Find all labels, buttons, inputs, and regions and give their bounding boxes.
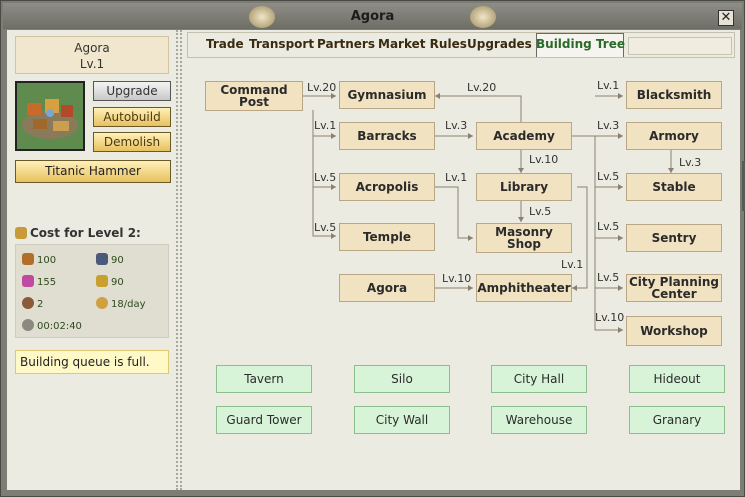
title-bar: Agora ✕: [3, 3, 742, 29]
cost-upkeep: 18/day: [96, 297, 146, 312]
building-tree: Command Post Gymnasium Barracks Academy …: [183, 30, 740, 490]
queue-message: Building queue is full.: [15, 350, 169, 374]
demolish-button[interactable]: Demolish: [93, 132, 171, 152]
cost-population: 2: [22, 297, 43, 312]
building-city-wall[interactable]: City Wall: [354, 406, 450, 434]
level-label: Lv.1: [597, 79, 620, 92]
node-armory[interactable]: Armory: [626, 122, 722, 150]
cost-iron: 90: [96, 275, 124, 290]
tab-trade[interactable]: Trade: [206, 37, 244, 51]
cost-stone: 90: [96, 253, 124, 268]
active-tab-frame: [536, 33, 624, 57]
panel-divider: [176, 30, 182, 490]
node-agora[interactable]: Agora: [339, 274, 435, 302]
tab-partners[interactable]: Partners: [317, 37, 375, 51]
node-amphitheater[interactable]: Amphitheater: [476, 274, 572, 302]
cost-time: 00:02:40: [22, 319, 82, 334]
building-level: Lv.1: [79, 57, 105, 71]
node-academy[interactable]: Academy: [476, 122, 572, 150]
window-title: Agora: [350, 9, 395, 24]
level-label: Lv.10: [529, 153, 559, 166]
node-command-post[interactable]: Command Post: [205, 81, 303, 111]
building-city-hall[interactable]: City Hall: [491, 365, 587, 393]
tab-upgrades[interactable]: Upgrades: [467, 37, 532, 51]
cost-gem: 155: [22, 275, 56, 290]
level-label: Lv.3: [679, 156, 702, 169]
agora-building-icon: [17, 83, 83, 149]
building-tavern[interactable]: Tavern: [216, 365, 312, 393]
population-icon: [22, 297, 34, 309]
tab-transport[interactable]: Transport: [249, 37, 315, 51]
tree-panel: Trade Transport Partners Market Rules Up…: [183, 30, 740, 490]
level-label: Lv.1: [445, 171, 468, 184]
building-name: Agora: [74, 41, 110, 55]
wood-icon: [22, 253, 34, 265]
gem-icon: [22, 275, 34, 287]
stone-icon: [96, 253, 108, 265]
autobuild-button[interactable]: Autobuild: [93, 107, 171, 127]
clock-icon: [22, 319, 34, 331]
node-stable[interactable]: Stable: [626, 173, 722, 201]
node-city-planning-center[interactable]: City Planning Center: [626, 274, 722, 302]
content-frame: Agora Lv.1 Upgrade Autobuild Demolish Ti…: [7, 30, 740, 490]
level-label: Lv.20: [467, 81, 497, 94]
node-gymnasium[interactable]: Gymnasium: [339, 81, 435, 109]
titanic-hammer-button[interactable]: Titanic Hammer: [15, 160, 171, 183]
level-label: Lv.1: [314, 119, 337, 132]
tab-spacer: [628, 37, 732, 55]
building-granary[interactable]: Granary: [629, 406, 725, 434]
emblem-left-icon: [249, 6, 275, 28]
level-label: Lv.10: [442, 272, 472, 285]
building-hideout[interactable]: Hideout: [629, 365, 725, 393]
level-label: Lv.5: [529, 205, 552, 218]
building-guard-tower[interactable]: Guard Tower: [216, 406, 312, 434]
close-button[interactable]: ✕: [718, 10, 734, 26]
cost-wood: 100: [22, 253, 56, 268]
node-workshop[interactable]: Workshop: [626, 316, 722, 346]
node-barracks[interactable]: Barracks: [339, 122, 435, 150]
level-label: Lv.5: [597, 170, 620, 183]
level-label: Lv.1: [561, 258, 584, 271]
tab-market-rules[interactable]: Market Rules: [378, 37, 467, 51]
node-library[interactable]: Library: [476, 173, 572, 201]
building-warehouse[interactable]: Warehouse: [491, 406, 587, 434]
level-label: Lv.5: [597, 220, 620, 233]
node-masonry-shop[interactable]: Masonry Shop: [476, 223, 572, 253]
tree-connectors: [303, 93, 674, 333]
level-label: Lv.5: [597, 271, 620, 284]
node-blacksmith[interactable]: Blacksmith: [626, 81, 722, 109]
building-silo[interactable]: Silo: [354, 365, 450, 393]
iron-icon: [96, 275, 108, 287]
building-header: Agora Lv.1: [15, 36, 169, 74]
tab-bar: Trade Transport Partners Market Rules Up…: [187, 32, 735, 58]
node-sentry[interactable]: Sentry: [626, 224, 722, 252]
building-image: [15, 81, 85, 151]
building-panel: Agora Lv.1 Upgrade Autobuild Demolish Ti…: [7, 30, 173, 490]
level-label: Lv.5: [314, 221, 337, 234]
level-label: Lv.3: [597, 119, 620, 132]
node-temple[interactable]: Temple: [339, 223, 435, 251]
cost-box: 100 90 155 90 2 18/day 00:02:40: [15, 244, 169, 338]
edge-scrollbar[interactable]: [742, 161, 745, 211]
level-label: Lv.3: [445, 119, 468, 132]
cost-title: Cost for Level 2:: [15, 226, 141, 240]
level-label: Lv.20: [307, 81, 337, 94]
emblem-right-icon: [470, 6, 496, 28]
coin-icon: [96, 297, 108, 309]
level-label: Lv.5: [314, 171, 337, 184]
upgrade-arrow-icon: [15, 227, 27, 239]
node-acropolis[interactable]: Acropolis: [339, 173, 435, 201]
level-label: Lv.10: [595, 311, 625, 324]
tab-building-tree[interactable]: Building Tree: [536, 37, 625, 51]
upgrade-button[interactable]: Upgrade: [93, 81, 171, 101]
